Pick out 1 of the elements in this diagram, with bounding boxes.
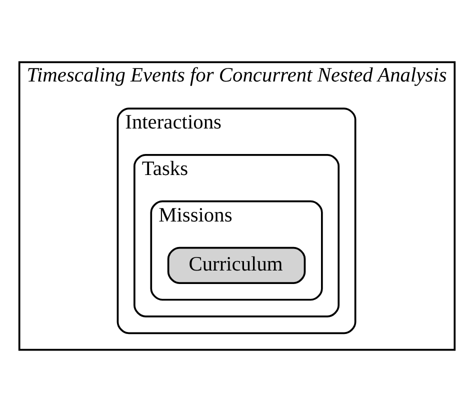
node-box: Curriculum xyxy=(167,246,306,284)
